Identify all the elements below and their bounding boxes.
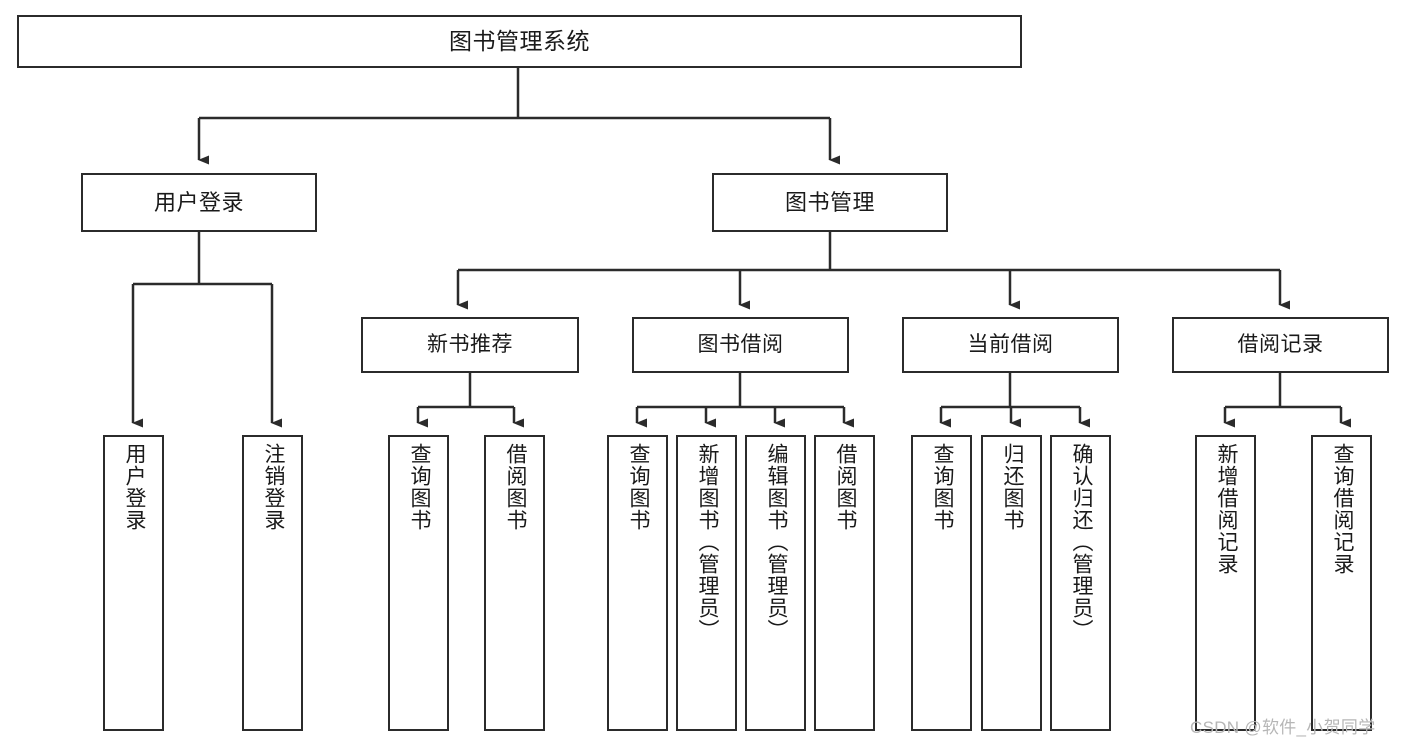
node-root-book-management-system[interactable]: 图书管理系统: [17, 15, 1022, 68]
node-label: 借阅图书: [833, 443, 857, 531]
node-leaf-add-book-admin[interactable]: 新增图书（管理员）: [676, 435, 737, 731]
node-label: 图书借阅: [697, 332, 784, 356]
node-leaf-query-book-borrow[interactable]: 查询图书: [607, 435, 668, 731]
node-borrow-record[interactable]: 借阅记录: [1172, 317, 1389, 373]
node-leaf-query-borrow-record[interactable]: 查询借阅记录: [1311, 435, 1372, 731]
node-label: 借阅记录: [1237, 332, 1324, 356]
node-leaf-query-book-recommend[interactable]: 查询图书: [388, 435, 449, 731]
node-label: 注销登录: [261, 443, 285, 531]
node-leaf-logout[interactable]: 注销登录: [242, 435, 303, 731]
node-label: 当前借阅: [967, 332, 1054, 356]
node-leaf-confirm-return-admin[interactable]: 确认归还（管理员）: [1050, 435, 1111, 731]
node-leaf-add-borrow-record[interactable]: 新增借阅记录: [1195, 435, 1256, 731]
node-label: 图书管理: [784, 189, 875, 215]
node-label: 查询图书: [407, 443, 431, 531]
node-leaf-query-book-current[interactable]: 查询图书: [911, 435, 972, 731]
node-label: 编辑图书（管理员）: [764, 443, 788, 641]
node-leaf-edit-book-admin[interactable]: 编辑图书（管理员）: [745, 435, 806, 731]
node-book-management[interactable]: 图书管理: [712, 173, 948, 232]
node-leaf-borrow-book[interactable]: 借阅图书: [814, 435, 875, 731]
node-new-book-recommend[interactable]: 新书推荐: [361, 317, 579, 373]
node-label: 图书管理系统: [449, 28, 590, 55]
watermark: CSDN @软件_小贺同学: [1190, 718, 1376, 737]
node-label: 查询借阅记录: [1330, 443, 1354, 575]
node-label: 归还图书: [1000, 443, 1024, 531]
node-user-login[interactable]: 用户登录: [81, 173, 317, 232]
node-label: 借阅图书: [503, 443, 527, 531]
node-label: 查询图书: [930, 443, 954, 531]
node-book-borrow[interactable]: 图书借阅: [632, 317, 849, 373]
node-label: 用户登录: [122, 443, 146, 531]
node-label: 确认归还（管理员）: [1069, 443, 1093, 641]
node-label: 新书推荐: [427, 332, 513, 356]
node-label: 用户登录: [153, 189, 244, 215]
node-current-borrow[interactable]: 当前借阅: [902, 317, 1119, 373]
node-leaf-user-login[interactable]: 用户登录: [103, 435, 164, 731]
node-leaf-borrow-book-recommend[interactable]: 借阅图书: [484, 435, 545, 731]
node-label: 查询图书: [626, 443, 650, 531]
node-leaf-return-book[interactable]: 归还图书: [981, 435, 1042, 731]
node-label: 新增借阅记录: [1214, 443, 1238, 575]
node-label: 新增图书（管理员）: [695, 443, 719, 641]
